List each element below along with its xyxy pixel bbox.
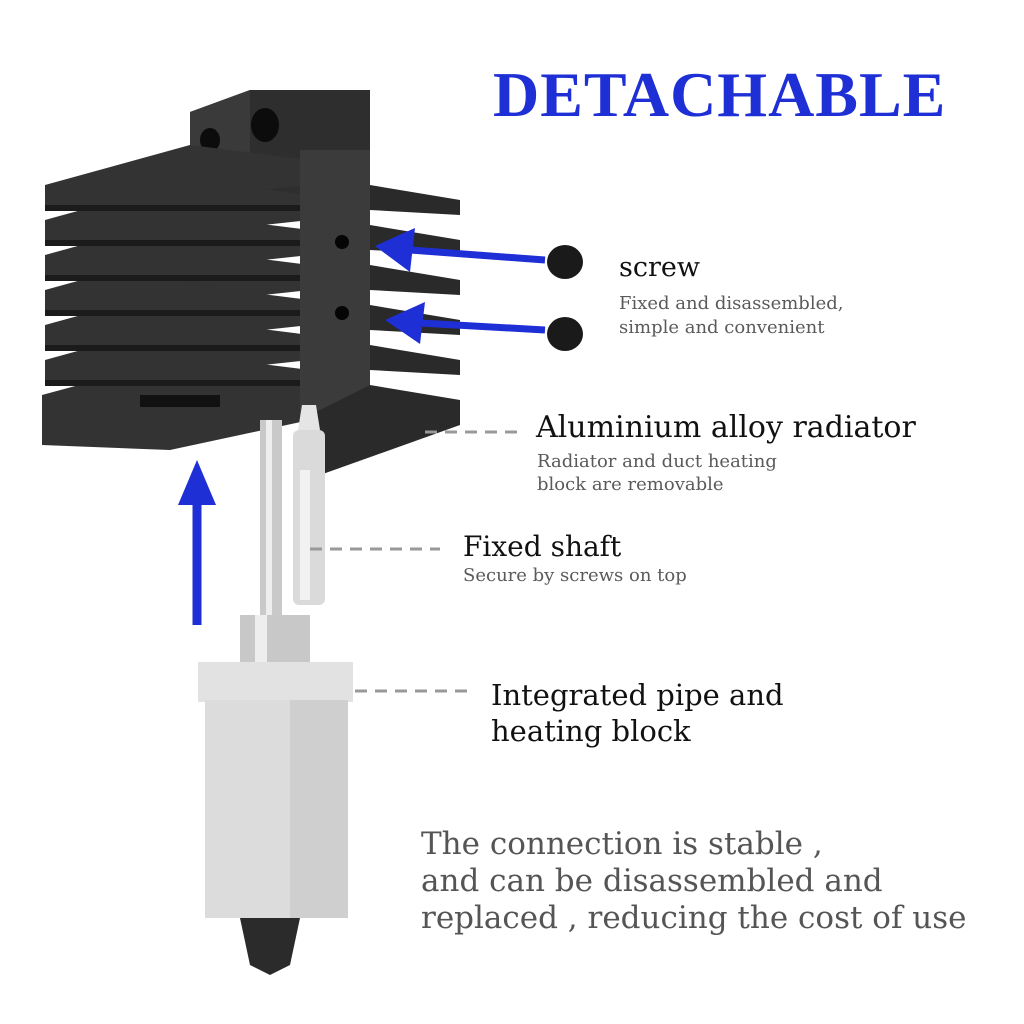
fixed-shaft (260, 405, 325, 620)
screw-heading: screw (619, 252, 700, 283)
pipe-heading: Integrated pipe and heating block (491, 677, 784, 749)
bottom-description: The connection is stable , and can be di… (421, 826, 967, 937)
page-title: DETACHABLE (493, 59, 947, 130)
heating-block (198, 615, 353, 975)
heatsink (42, 90, 460, 475)
radiator-heading: Aluminium alloy radiator (536, 410, 916, 445)
screw-line: simple and convenient (619, 317, 825, 338)
screw-description: Fixed and disassembled, simple and conve… (619, 292, 843, 340)
bottom-line: replaced , reducing the cost of use (421, 900, 967, 936)
leader-lines (310, 430, 525, 693)
screw-icon (547, 245, 583, 351)
bottom-line: and can be disassembled and (421, 863, 883, 899)
shaft-description: Secure by screws on top (463, 565, 687, 586)
blue-arrows (178, 228, 546, 625)
pipe-line: Integrated pipe and (491, 678, 784, 712)
screw-line: Fixed and disassembled, (619, 293, 844, 314)
radiator-description: Radiator and duct heating block are remo… (537, 450, 777, 496)
bottom-line: The connection is stable , (421, 826, 823, 862)
shaft-heading: Fixed shaft (463, 530, 622, 563)
pipe-line: heating block (491, 714, 691, 748)
radiator-line: block are removable (537, 474, 724, 495)
radiator-line: Radiator and duct heating (537, 451, 777, 472)
